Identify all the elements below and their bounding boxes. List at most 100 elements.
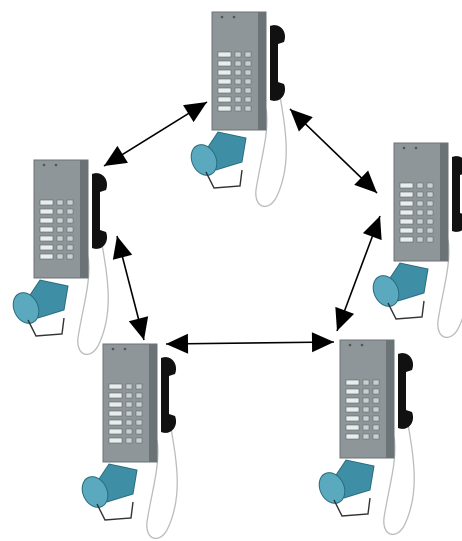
keypad-key (125, 419, 133, 426)
keypad-key (426, 209, 434, 216)
handset-icon (452, 156, 462, 232)
horn-speaker-icon (12, 279, 69, 337)
cabinet-side (386, 340, 394, 458)
keypad-key (135, 410, 143, 417)
handset-cord (437, 214, 462, 339)
keypad (345, 379, 380, 440)
keypad-key (66, 217, 74, 224)
keypad-key (372, 379, 380, 386)
screw (220, 15, 224, 19)
phone-bottom-right (318, 339, 415, 536)
cabinet-side (440, 143, 448, 261)
handset-icon (270, 25, 286, 101)
keypad-key (244, 96, 252, 103)
keypad-key (135, 392, 143, 399)
keypad-key (39, 226, 54, 233)
keypad-key (125, 410, 133, 417)
screw (54, 163, 58, 167)
screw (348, 343, 352, 347)
keypad-key (345, 433, 360, 440)
keypad-key (66, 226, 74, 233)
keypad-key (56, 217, 64, 224)
horn-bracket (333, 497, 371, 517)
keypad-key (372, 433, 380, 440)
keypad-key (345, 379, 360, 386)
keypad-key (345, 397, 360, 404)
keypad (399, 182, 434, 243)
keypad-key (39, 199, 54, 206)
keypad-key (372, 397, 380, 404)
handset-icon (398, 353, 414, 429)
keypad-key (234, 87, 242, 94)
arrowhead (354, 170, 377, 193)
keypad-key (345, 406, 360, 413)
keypad-key (56, 244, 64, 251)
keypad-key (66, 208, 74, 215)
keypad-key (345, 388, 360, 395)
keypad-key (416, 236, 424, 243)
keypad-key (426, 191, 434, 198)
keypad-key (234, 69, 242, 76)
screw (402, 146, 406, 150)
keypad-key (56, 253, 64, 260)
keypad-key (234, 78, 242, 85)
horn-bracket (27, 317, 65, 337)
keypad-key (234, 96, 242, 103)
screw (232, 15, 236, 19)
keypad-key (135, 383, 143, 390)
keypad-key (66, 253, 74, 260)
keypad-key (416, 227, 424, 234)
keypad-key (39, 253, 54, 260)
phone-left (12, 159, 109, 356)
keypad-key (244, 87, 252, 94)
keypad-key (234, 105, 242, 112)
keypad-key (39, 208, 54, 215)
arrowhead (290, 109, 313, 132)
keypad-key (362, 415, 370, 422)
keypad-key (426, 218, 434, 225)
keypad-key (372, 388, 380, 395)
keypad-key (56, 235, 64, 242)
cabinet-side (258, 12, 266, 130)
keypad-key (56, 199, 64, 206)
horn-bracket (387, 300, 425, 320)
keypad-key (108, 410, 123, 417)
keypad-key (362, 406, 370, 413)
keypad-key (217, 69, 232, 76)
keypad-key (426, 236, 434, 243)
keypad-key (244, 69, 252, 76)
keypad-key (244, 78, 252, 85)
horn-speaker-icon (372, 262, 429, 320)
keypad-key (66, 235, 74, 242)
keypad-key (399, 191, 414, 198)
link-arrow-phone-right-phone-bottom-right (335, 215, 382, 332)
keypad-key (345, 424, 360, 431)
arrowhead (362, 216, 382, 241)
keypad-key (399, 182, 414, 189)
keypad-key (426, 182, 434, 189)
keypad-key (39, 235, 54, 242)
keypad-key (416, 182, 424, 189)
keypad-key (244, 51, 252, 58)
link-arrow-phone-left-phone-top (103, 101, 208, 167)
screw (414, 146, 418, 150)
keypad-key (108, 383, 123, 390)
cabinet-side (80, 160, 88, 278)
arrowhead (112, 236, 133, 260)
link-arrow-phone-bottom-right-phone-bottom-left (165, 332, 335, 354)
keypad-key (426, 227, 434, 234)
screw (42, 163, 46, 167)
horn-speaker-icon (190, 131, 247, 189)
keypad-key (217, 51, 232, 58)
keypad-key (416, 218, 424, 225)
handset-cord (255, 83, 287, 208)
arrowhead (183, 102, 207, 123)
keypad-key (108, 419, 123, 426)
keypad-key (362, 397, 370, 404)
keypad-key (217, 60, 232, 67)
keypad-key (399, 227, 414, 234)
keypad-key (66, 244, 74, 251)
keypad-key (125, 428, 133, 435)
